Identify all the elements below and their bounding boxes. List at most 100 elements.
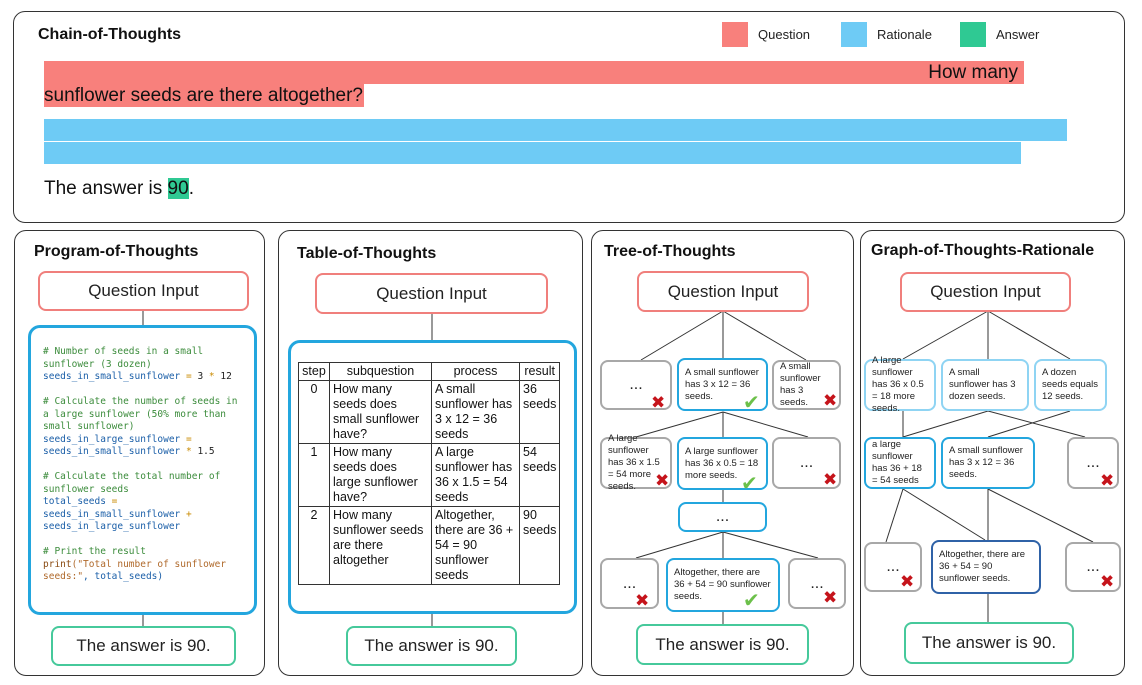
table-cell: 1 (298, 443, 330, 507)
code-token: = (180, 433, 192, 445)
pot-title: Program-of-Thoughts (34, 243, 199, 260)
code-line: a large sunflower (50% more than (43, 409, 246, 422)
table-row: 0 How many seeds does small sunflower ha… (298, 380, 561, 444)
code-line: seeds_in_small_sunflower = 3 * 12 (43, 371, 246, 384)
tree-title: Tree-of-Thoughts (604, 243, 736, 260)
table-cell: 54 seeds (518, 443, 561, 507)
cot-question-line-2: sunflower seeds are there altogether? (44, 84, 364, 107)
graph-edge (987, 310, 1071, 360)
code-token: seeds_in_small_sunflower (43, 508, 181, 520)
cross-icon: ✖ (823, 470, 838, 489)
table-row: 2 How many sunflower seeds are there alt… (298, 506, 561, 585)
tree-node-ellipsis: ... (772, 437, 841, 489)
cross-icon: ✖ (1100, 471, 1115, 490)
code-token: seeds_in_small_sunflower (43, 446, 181, 457)
cross-icon: ✖ (900, 572, 915, 591)
cot-question-line-1: How many (44, 61, 1024, 84)
cot-rationale-bar-2 (44, 142, 1021, 164)
code-line: total_seeds = (43, 496, 246, 509)
tree-node-ellipsis: ... (600, 360, 672, 410)
code-line: seeds_in_large_sunflower (43, 521, 246, 534)
code-token: , total_seeds) (83, 571, 164, 582)
tree-edge (722, 310, 807, 361)
cot-answer-value: 90 (167, 178, 189, 199)
code-line (43, 459, 246, 472)
code-line: # Print the result (43, 546, 246, 559)
code-line: # Calculate the total number of (43, 471, 246, 484)
graph-edge (987, 488, 1094, 543)
table-cell: How many seeds does large sunflower have… (329, 443, 432, 507)
pot-question-node: Question Input (38, 271, 249, 311)
code-token: 12 (220, 371, 232, 382)
graph-edge (987, 410, 1071, 438)
graph-node-small-dozen: A small sunflower has 3 dozen seeds. (941, 359, 1029, 411)
graph-node-altogether: Altogether, there are 36 + 54 = 90 sunfl… (931, 540, 1041, 594)
code-token: small sunflower) (43, 421, 135, 432)
check-icon: ✔ (741, 473, 758, 495)
tree-node-altogether: Altogether, there are 36 + 54 = 90 sunfl… (666, 558, 780, 612)
legend-label: Rationale (877, 27, 932, 42)
graph-question-node: Question Input (900, 272, 1071, 312)
code-line: seeds:", total_seeds) (43, 571, 246, 584)
tot-question-node: Question Input (315, 273, 548, 314)
code-token: seeds_in_small_sunflower (43, 371, 181, 382)
code-token: # Calculate the number of seeds in (43, 396, 238, 407)
graph-edge (885, 488, 904, 543)
code-token: ("Total number of sunflower (71, 558, 227, 570)
cross-icon: ✖ (635, 591, 650, 610)
code-token: + (180, 508, 192, 520)
code-token: total_seeds (43, 496, 106, 507)
code-token: 3 (197, 371, 204, 382)
cross-icon: ✖ (651, 393, 666, 412)
legend-rationale: Rationale (841, 22, 932, 47)
code-line: print("Total number of sunflower (43, 559, 246, 572)
tot-col-step: step (298, 362, 330, 381)
table-cell: 0 (298, 380, 330, 444)
code-token: print (43, 558, 72, 570)
tot-table: step subquestion process result 0 How ma… (298, 362, 561, 585)
legend-swatch (960, 22, 986, 47)
tree-node-ellipsis: ... (678, 502, 767, 532)
table-cell: A large sunflower has 36 x 1.5 = 54 seed… (431, 443, 520, 507)
graph-node-small-36: A small sunflower has 3 x 12 = 36 seeds. (941, 437, 1035, 489)
cross-icon: ✖ (655, 471, 670, 490)
tree-node-ellipsis: ... (600, 558, 659, 609)
code-token: seeds_in_large_sunflower (43, 521, 181, 532)
tree-node-large-54: A large sunflower has 36 x 1.5 = 54 more… (600, 433, 672, 492)
legend-label: Answer (996, 27, 1040, 42)
cross-icon: ✖ (823, 391, 838, 410)
code-token: sunflower (3 dozen) (43, 358, 152, 370)
table-cell: A small sunflower has 3 x 12 = 36 seeds (431, 380, 520, 444)
graph-answer-node: The answer is 90. (904, 622, 1074, 664)
tree-node-small-3: A small sunflower has 3 seeds. (772, 360, 841, 410)
graph-edge (902, 488, 986, 541)
cot-answer-prefix: The answer is (44, 178, 168, 199)
legend-answer: Answer (960, 22, 1039, 47)
check-icon: ✔ (743, 392, 760, 414)
tot-answer-node: The answer is 90. (346, 626, 517, 666)
legend-swatch (841, 22, 867, 47)
tree-edge (635, 531, 724, 559)
graph-node-ellipsis: ... (864, 542, 922, 592)
graph-edge (902, 410, 989, 438)
code-line: # Calculate the number of seeds in (43, 396, 246, 409)
tree-edge (722, 411, 809, 438)
code-token: a large sunflower (50% more than (43, 408, 227, 420)
tree-node-small-sunflower: A small sunflower has 3 x 12 = 36 seeds. (677, 358, 768, 411)
cot-panel (13, 11, 1125, 223)
code-line: sunflower (3 dozen) (43, 359, 246, 372)
code-token: # Print the result (43, 546, 146, 557)
code-line (43, 384, 246, 397)
graph-node-large-54: a large sunflower has 36 + 18 = 54 seeds (864, 437, 936, 489)
table-cell: 90 seeds (518, 506, 561, 585)
table-cell: How many seeds does small sunflower have… (329, 380, 432, 444)
tree-question-node: Question Input (637, 271, 809, 312)
code-token: = (105, 496, 118, 507)
code-line (43, 534, 246, 547)
tree-edge (635, 411, 724, 438)
code-token: # Number of seeds in a small (43, 346, 204, 357)
code-token: # Calculate the total number of (43, 471, 221, 482)
legend-label: Question (758, 27, 811, 42)
